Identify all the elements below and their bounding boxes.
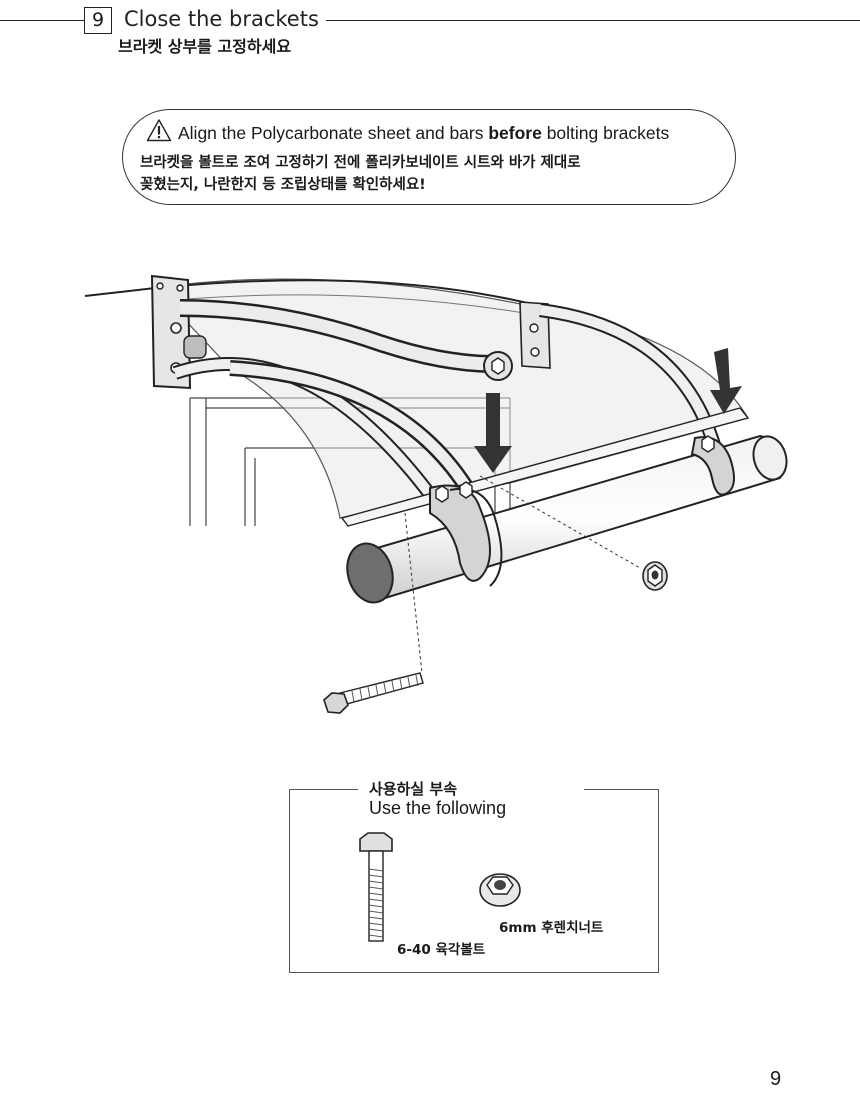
header-rule-right [326, 20, 860, 21]
middle-clamp [429, 481, 503, 587]
hex-bolt-exploded [323, 672, 424, 714]
warning-text-ko-line2: 꽂혔는지, 나란한지 등 조립상태를 확인하세요! [140, 177, 426, 193]
hex-bolt-icon [359, 832, 393, 942]
flange-nut-exploded [642, 561, 668, 591]
warning-text-ko: 브라켓을 볼트로 조여 고정하기 전에 폴리카보네이트 시트와 바가 제대로 꽂… [140, 152, 581, 196]
step-title: Close the brackets [124, 7, 319, 31]
right-clamp [690, 435, 735, 496]
page-number: 9 [770, 1068, 782, 1090]
parts-heading-en: Use the following [369, 798, 507, 818]
warning-text-ko-line1: 브라켓을 볼트로 조여 고정하기 전에 폴리카보네이트 시트와 바가 제대로 [140, 155, 581, 171]
down-arrow-middle [474, 393, 512, 473]
warning-triangle-icon [146, 119, 172, 142]
header-rule-left [0, 20, 84, 21]
warning-text-en: Align the Polycarbonate sheet and bars b… [178, 123, 670, 143]
step-subtitle-ko: 브라켓 상부를 고정하세요 [118, 37, 292, 56]
parts-box-header-gap [358, 785, 584, 795]
parts-heading-ko: 사용하실 부속 [369, 780, 458, 798]
nut-label: 6mm 후렌치너트 [499, 920, 604, 936]
canopy-bracket-illustration [84, 274, 788, 714]
right-wall-bracket [519, 301, 551, 369]
flange-nut-icon [479, 873, 521, 907]
warning-callout [122, 109, 736, 205]
down-arrow-right [710, 348, 742, 414]
bolt-label: 6-40 육각볼트 [397, 942, 486, 958]
step-number-box: 9 [84, 7, 112, 34]
parts-illustration [359, 832, 521, 942]
